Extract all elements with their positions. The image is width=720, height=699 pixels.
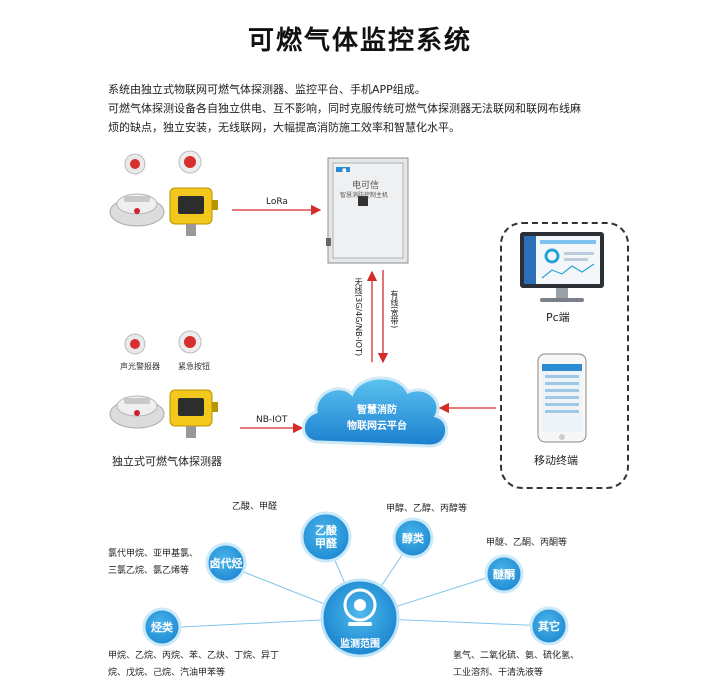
cloud-line-2: 物联网云平台	[347, 421, 407, 432]
lora-label: LoRa	[266, 197, 288, 207]
gas-list-hydrocarbon: 甲烷、乙烷、丙烷、苯、乙炔、丁烷、异丁 烷、戊烷、己烷、汽油甲苯等	[108, 648, 279, 682]
pc-label: Pc端	[546, 311, 570, 324]
gas-list-other-line-1: 氢气、二氧化硫、氨、硫化氢、	[453, 651, 580, 661]
intro-line-3: 烦的缺点，独立安装，无线联网，大幅提高消防施工效率和智慧化水平。	[108, 121, 460, 134]
gas-list-other: 氢气、二氧化硫、氨、硫化氢、 工业溶剂、干清洗液等	[453, 648, 579, 682]
intro-text: 系统由独立式物联网可燃气体探测器、监控平台、手机APP组成。 可燃气体探测设备各…	[108, 80, 628, 137]
detector-yellow-bottom	[169, 389, 218, 438]
cloud-platform	[302, 376, 448, 448]
detector-dome-top	[109, 193, 165, 227]
alarm-button-bottom	[124, 330, 202, 355]
hub-center-label: 监测范围	[340, 639, 380, 650]
pc-monitor	[520, 232, 604, 302]
cloud-label: 智慧消防 物联网云平台	[322, 403, 432, 435]
gas-list-halo-line-2: 三氯乙烷、氯乙烯等	[108, 566, 190, 576]
intro-line-1: 系统由独立式物联网可燃气体探测器、监控平台、手机APP组成。	[108, 83, 426, 96]
node-hydrocarbon-title: 烃类	[151, 621, 173, 634]
wired-label: 有线(宽带)	[390, 290, 399, 329]
control-panel	[326, 157, 409, 264]
detector-dome-bottom	[109, 395, 165, 429]
node-aldehyde-title: 乙酸 甲醛	[306, 524, 346, 550]
panel-subtitle: 智慧消防控制主机	[340, 192, 389, 199]
gas-list-other-line-2: 工业溶剂、干清洗液等	[453, 668, 544, 678]
gas-list-alcohol: 甲醇、乙醇、丙醇等	[386, 504, 468, 514]
hub-nodes	[142, 511, 569, 647]
alarm-button-top	[124, 150, 202, 175]
detector-label: 独立式可燃气体探测器	[112, 455, 222, 468]
mobile-label: 移动终端	[534, 454, 578, 467]
gas-list-halo: 氯代甲烷、亚甲基氯、 三氯乙烷、氯乙烯等	[108, 546, 198, 580]
mobile-phone	[537, 353, 587, 443]
intro-line-2: 可燃气体探测设备各自独立供电、互不影响，同时克服传统可燃气体探测器无法联网和联网…	[108, 102, 581, 115]
gas-list-halo-line-1: 氯代甲烷、亚甲基氯、	[108, 549, 199, 559]
cloud-line-1: 智慧消防	[357, 405, 397, 416]
node-ether-title: 醚酮	[493, 568, 515, 581]
node-other-title: 其它	[538, 620, 560, 633]
page-title: 可燃气体监控系统	[247, 26, 472, 56]
node-halo-title: 卤代烃	[209, 557, 243, 570]
panel-logo: ▪	[342, 166, 347, 174]
terminal-group-box	[500, 222, 629, 489]
node-aldehyde-title-line-1: 乙酸	[315, 524, 337, 537]
button-label: 紧急按钮	[178, 362, 210, 371]
nbiot-label: NB-IOT	[256, 415, 288, 425]
alarm-label: 声光警报器	[120, 362, 160, 371]
node-alcohol-title: 醇类	[402, 532, 424, 545]
detector-yellow-top	[169, 187, 218, 236]
hub-center	[320, 578, 400, 658]
node-aldehyde-title-line-2: 甲醛	[315, 537, 337, 550]
gas-list-hydrocarbon-line-2: 烷、戊烷、己烷、汽油甲苯等	[108, 668, 226, 678]
panel-brand: 电可信	[352, 181, 380, 191]
gas-list-aldehyde: 乙酸、甲醛	[232, 502, 278, 512]
wireless-label: 无线(3G/4G/NB-IOT)	[354, 278, 363, 357]
gas-list-ether: 甲醚、乙酮、丙酮等	[486, 538, 568, 548]
gas-list-hydrocarbon-line-1: 甲烷、乙烷、丙烷、苯、乙炔、丁烷、异丁	[108, 651, 280, 661]
